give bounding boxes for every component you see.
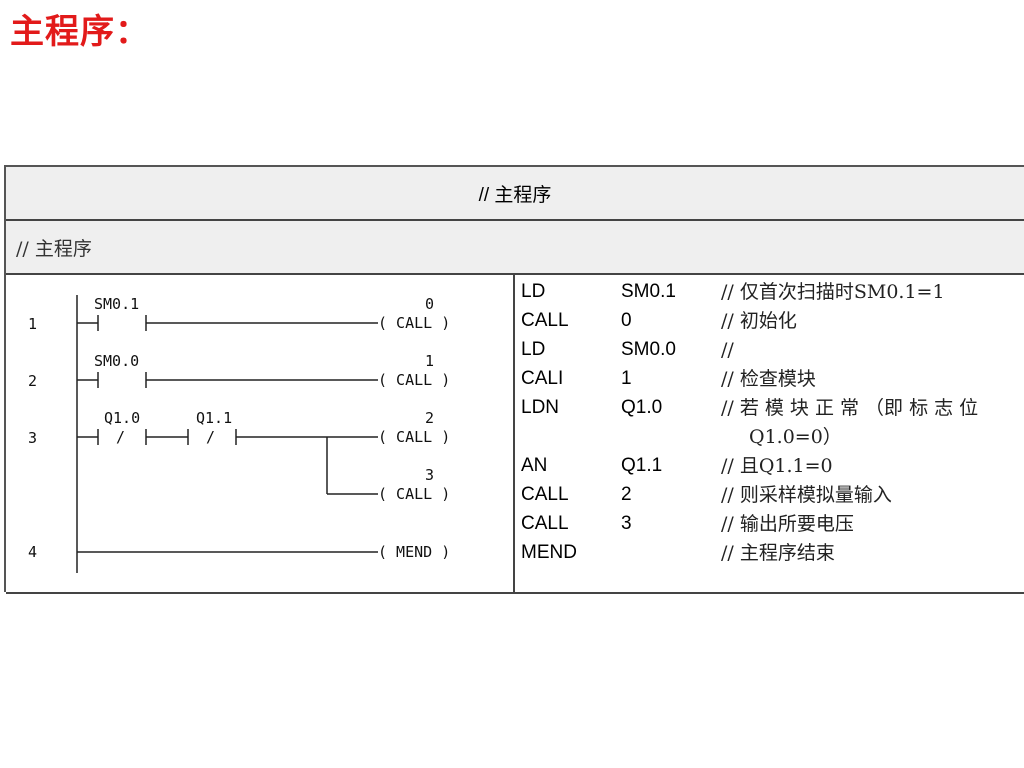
coil-param-1: 0: [425, 295, 434, 313]
network-number-3: 3: [28, 429, 37, 447]
table-header-text: // 主程序: [478, 184, 552, 206]
table-header: // 主程序: [6, 167, 1024, 221]
network-number-1: 1: [28, 315, 37, 333]
network-comment-row: // 主程序: [6, 221, 1024, 275]
coil-mend: ( MEND ): [378, 543, 450, 561]
coil-param-3: 2: [425, 409, 434, 427]
contact-label-sm0-1: SM0.1: [94, 295, 139, 313]
coil-call-3b: ( CALL ): [378, 485, 450, 503]
coil-call-3: ( CALL ): [378, 428, 450, 446]
column-divider: [513, 275, 515, 592]
contact-label-q1-0: Q1.0: [104, 409, 140, 427]
page-title: 主程序：: [10, 12, 150, 52]
contact-label-sm0-0: SM0.0: [94, 352, 139, 370]
contact-label-q1-1: Q1.1: [196, 409, 232, 427]
contact-symbol-q1-0: /: [116, 428, 125, 446]
network-comment: // 主程序: [16, 238, 92, 260]
ladder-diagram: 1 SM0.1 0 ( CALL ) 2 SM0.0 1 ( CALL ) 3 …: [28, 295, 450, 573]
contact-symbol-q1-1: /: [206, 428, 215, 446]
coil-param-2: 1: [425, 352, 434, 370]
program-table: // 主程序 // 主程序 1 SM0.1 0 ( CALL ) 2 SM0.0…: [4, 165, 1024, 594]
coil-param-3b: 3: [425, 466, 434, 484]
network-number-4: 4: [28, 543, 37, 561]
program-body: 1 SM0.1 0 ( CALL ) 2 SM0.0 1 ( CALL ) 3 …: [6, 275, 1024, 594]
coil-call-1: ( CALL ): [378, 314, 450, 332]
network-number-2: 2: [28, 372, 37, 390]
coil-call-2: ( CALL ): [378, 371, 450, 389]
